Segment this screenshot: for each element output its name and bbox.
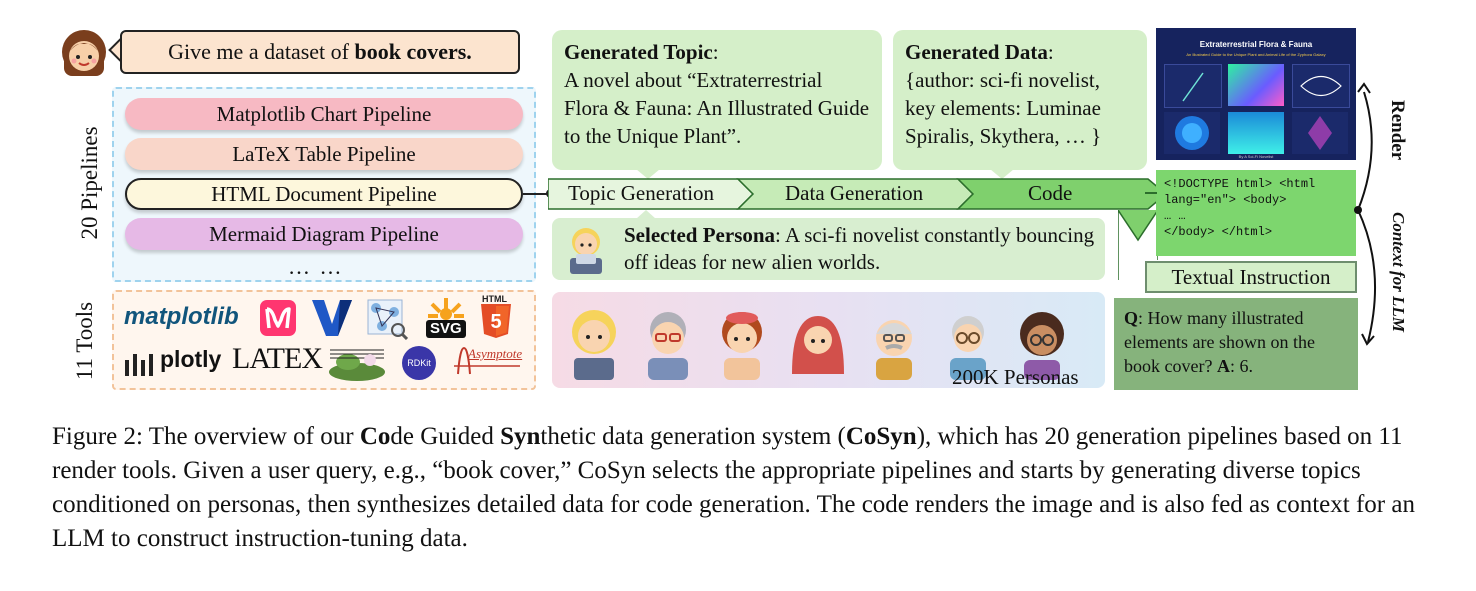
persona-3-icon — [722, 312, 762, 380]
qa-a-label: A — [1217, 356, 1230, 376]
cover-title: Extraterrestrial Flora & Fauna — [1156, 40, 1356, 49]
lilypond-logo-icon — [326, 344, 388, 382]
cover-panel-1 — [1164, 64, 1222, 108]
rdkit-logo-icon: RDKit — [402, 346, 436, 380]
caption-bold-2: Syn — [500, 423, 540, 450]
cover-panel-6 — [1292, 112, 1348, 154]
tools-side-label: 11 Tools — [72, 286, 98, 396]
code-line-1: <!DOCTYPE html> <html — [1164, 176, 1348, 192]
code-line-2: lang="en"> <body> — [1164, 192, 1348, 208]
generated-data-title: Generated Data — [905, 40, 1048, 64]
query-text: Give me a dataset of — [168, 39, 354, 65]
pipeline-latex-table: LaTeX Table Pipeline — [125, 138, 523, 170]
textual-instruction-label: Textual Instruction — [1145, 261, 1357, 293]
cover-panel-5 — [1228, 112, 1284, 154]
selected-persona-avatar-icon — [562, 224, 610, 274]
figure-caption: Figure 2: The overview of our Code Guide… — [52, 420, 1424, 556]
pipeline-html-document: HTML Document Pipeline — [125, 178, 523, 210]
persona-1-icon — [572, 310, 616, 380]
latex-logo: LATEX — [232, 342, 322, 376]
asymptote-logo-text: Asymptote — [468, 346, 522, 362]
caption-part-1: Figure 2: The overview of our — [52, 423, 360, 450]
svg-text:5: 5 — [490, 311, 501, 333]
step-code: Code — [1028, 181, 1072, 206]
generated-code-box: <!DOCTYPE html> <html lang="en"> <body> … — [1156, 170, 1356, 256]
qa-instruction-box: Q: How many illustrated elements are sho… — [1114, 298, 1358, 390]
plotly-logo: plotly — [160, 346, 221, 373]
svg-logo-icon: SVG — [424, 296, 468, 340]
cover-subtitle: An Illustrated Guide to the Unique Plant… — [1162, 52, 1350, 57]
step-data-generation: Data Generation — [785, 181, 923, 206]
asymptote-logo-icon: Asymptote — [450, 344, 526, 382]
generated-data-text: {author: sci-fi novelist, key elements: … — [905, 68, 1101, 148]
query-bold: book covers. — [354, 39, 471, 65]
rendered-book-cover: Extraterrestrial Flora & Fauna An Illust… — [1156, 28, 1356, 160]
graphviz-logo-icon — [366, 298, 408, 340]
generated-data-card: Generated Data: {author: sci-fi novelist… — [893, 30, 1147, 170]
code-line-4: </body> </html> — [1164, 224, 1348, 240]
code-to-steps-connector — [1145, 192, 1157, 194]
cover-panel-2 — [1228, 64, 1284, 106]
context-arrow-label: Context for LLM — [1388, 212, 1408, 332]
caption-part-2: de Guided — [390, 423, 500, 450]
qa-q-label: Q — [1124, 308, 1138, 328]
generated-data-colon: : — [1048, 40, 1054, 64]
svg-logo-text: SVG — [430, 320, 462, 337]
qa-answer: : 6. — [1230, 356, 1253, 376]
pipeline-mermaid-diagram: Mermaid Diagram Pipeline — [125, 218, 523, 250]
user-avatar-icon — [58, 28, 110, 80]
generated-topic-card: Generated Topic: A novel about “Extrater… — [552, 30, 882, 170]
caption-bold-1: Co — [360, 423, 391, 450]
cover-panel-3 — [1292, 64, 1350, 108]
selected-persona-title: Selected Persona — [624, 223, 775, 247]
plotly-bars-icon — [124, 350, 156, 376]
persona-4-icon — [792, 316, 844, 374]
html5-logo-icon: HTML 5 — [478, 294, 514, 340]
personas-count-label: 200K Personas — [952, 365, 1079, 390]
code-line-3: … … — [1164, 208, 1348, 224]
generated-topic-title: Generated Topic — [564, 40, 713, 64]
generated-topic-colon: : — [713, 40, 719, 64]
pipelines-ellipsis: … … — [288, 254, 344, 280]
render-arrow-label: Render — [1386, 100, 1408, 172]
generated-topic-text: A novel about “Extraterrestrial Flora & … — [564, 68, 869, 148]
caption-bold-3: CoSyn — [846, 423, 917, 450]
cover-panel-4 — [1164, 112, 1220, 154]
step-topic-generation: Topic Generation — [568, 181, 714, 206]
cover-author: By A Sci-Fi Novelist — [1156, 154, 1356, 159]
vega-logo-icon — [310, 296, 354, 340]
pipeline-matplotlib: Matplotlib Chart Pipeline — [125, 98, 523, 130]
persona-5-icon — [876, 320, 912, 380]
generation-steps: Topic Generation Data Generation Code — [548, 178, 1168, 210]
persona-pointer-up — [636, 210, 656, 219]
mermaid-logo-icon — [260, 300, 296, 336]
selected-persona-card: Selected Persona: A sci-fi novelist cons… — [552, 218, 1105, 280]
persona-2-icon — [648, 312, 688, 380]
matplotlib-logo: matplotlib — [124, 303, 239, 331]
user-query-bubble: Give me a dataset of book covers. — [120, 30, 520, 74]
pipelines-side-label: 20 Pipelines — [77, 113, 103, 253]
caption-part-3: thetic data generation system ( — [540, 423, 845, 450]
